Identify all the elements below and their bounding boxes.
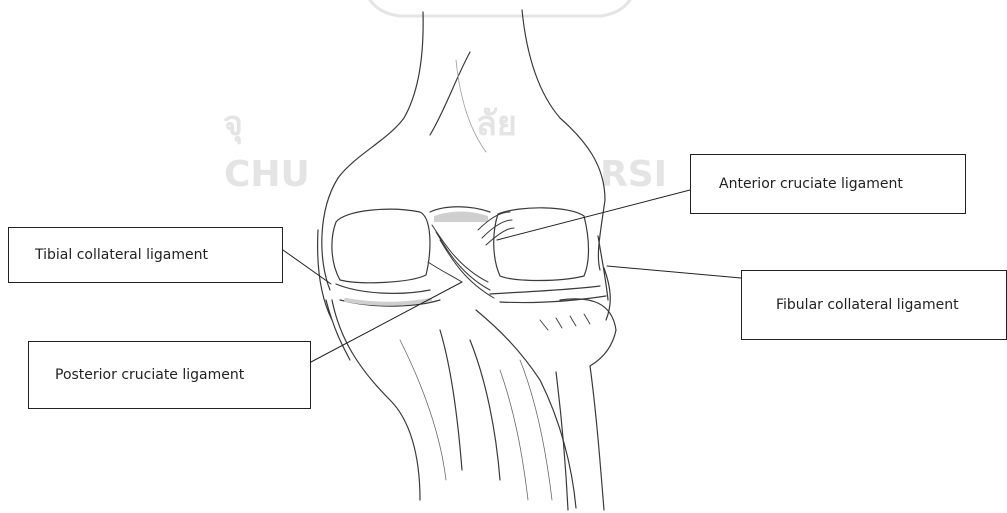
femur-inner-line (430, 52, 470, 135)
notch-shade (434, 212, 488, 223)
femur-shaft (338, 12, 423, 178)
label-text: Anterior cruciate ligament (719, 176, 903, 192)
lateral-meniscus (490, 286, 600, 294)
fibula-shaft (556, 366, 604, 510)
joint-shade (346, 300, 430, 304)
femur-shaft-right (522, 10, 605, 200)
pcl-leader (311, 282, 462, 362)
label-text: Fibular collateral ligament (776, 297, 959, 313)
fibula-head (560, 299, 616, 366)
label-tibial-collateral-ligament: Tibial collateral ligament (8, 227, 283, 283)
label-text: Posterior cruciate ligament (55, 367, 244, 383)
label-text: Tibial collateral ligament (35, 247, 208, 263)
label-fibular-collateral-ligament: Fibular collateral ligament (741, 270, 1007, 340)
medial-meniscus (336, 284, 430, 293)
label-posterior-cruciate-ligament: Posterior cruciate ligament (28, 341, 311, 409)
femur-shade (456, 60, 486, 152)
lateral-condyle (494, 208, 589, 281)
fibula-lines (540, 314, 590, 330)
tibia-inner (440, 330, 500, 480)
tibia-right (476, 310, 576, 508)
medial-condyle (332, 209, 430, 282)
watermark-seal (370, 0, 630, 16)
acl-leader (497, 190, 690, 240)
fcl-leader (607, 266, 741, 278)
intercondylar-notch (430, 207, 490, 212)
tibia-left (332, 300, 420, 500)
label-anterior-cruciate-ligament: Anterior cruciate ligament (690, 154, 966, 214)
